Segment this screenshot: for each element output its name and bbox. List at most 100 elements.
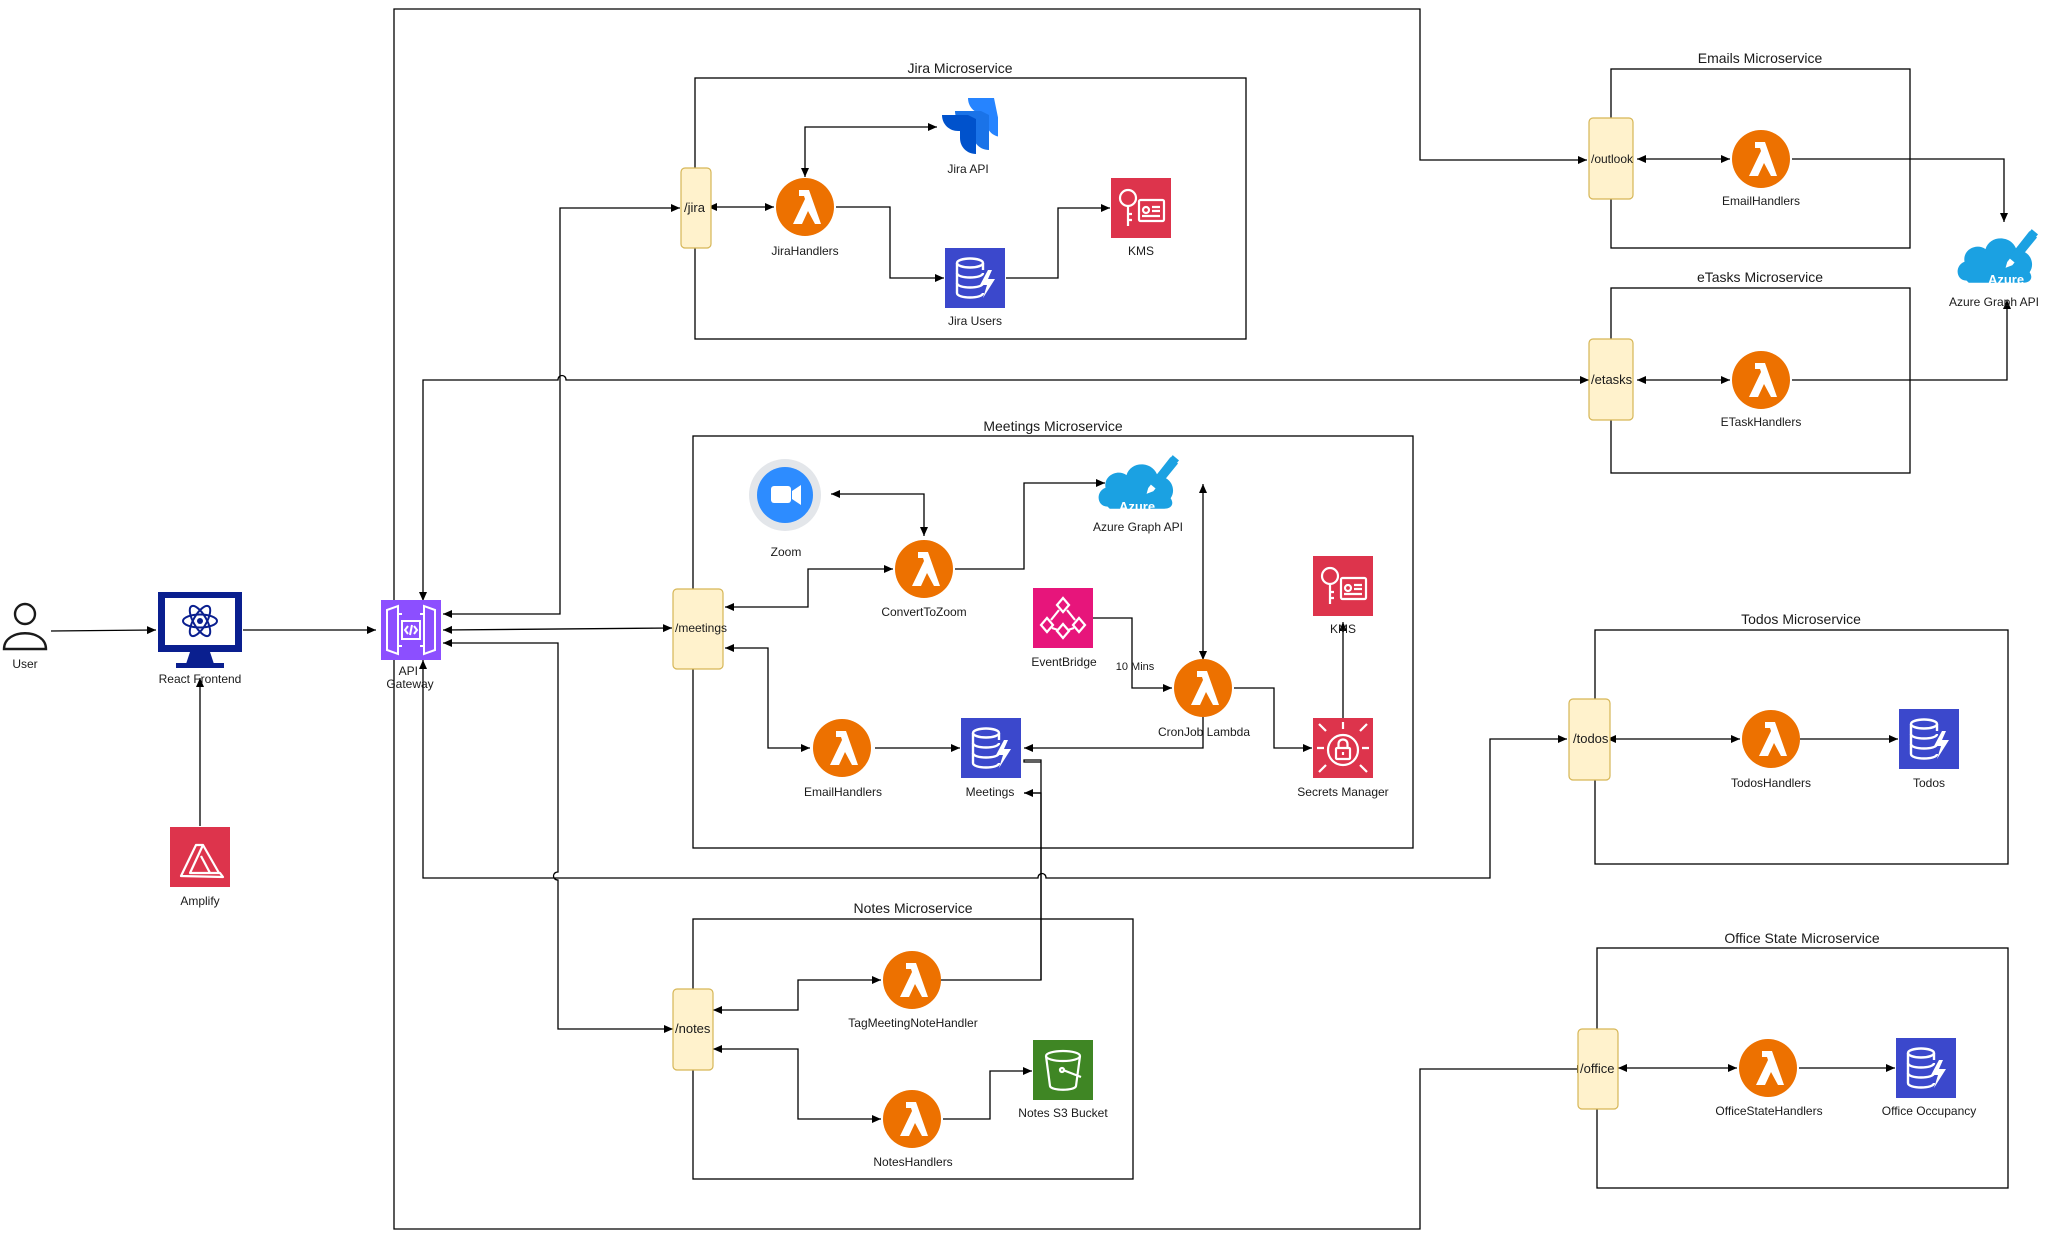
secrets-manager-label: Secrets Manager (1297, 785, 1388, 799)
api-gateway-label-line1: API (399, 664, 418, 678)
jira-handlers-node[interactable]: JiraHandlers (771, 178, 839, 258)
lambda-icon (1732, 351, 1790, 409)
secrets-manager-node[interactable]: Secrets Manager (1297, 718, 1389, 799)
dynamodb-icon (1899, 709, 1959, 769)
api-gateway-label-line2: Gateway (386, 677, 433, 691)
office-microservice-title: Office State Microservice (1724, 930, 1880, 946)
dynamodb-icon (961, 718, 1021, 778)
route-todos[interactable]: /todos (1568, 698, 1611, 781)
azure-graph-api-label: Azure Graph API (1949, 295, 2039, 309)
office-occupancy-label: Office Occupancy (1882, 1104, 1977, 1118)
office-state-handlers-label: OfficeStateHandlers (1715, 1104, 1822, 1118)
office-occupancy-node[interactable]: Office Occupancy (1882, 1038, 1977, 1118)
todos-table-label: Todos (1913, 776, 1945, 790)
meetings-azure-label: Azure Graph API (1093, 520, 1183, 534)
notes-s3-bucket-label: Notes S3 Bucket (1018, 1106, 1108, 1120)
meetings-microservice-title: Meetings Microservice (983, 418, 1122, 434)
react-frontend-label: React Frontend (159, 672, 242, 686)
meetings-kms-label: KMS (1330, 622, 1356, 636)
lambda-icon (895, 540, 953, 598)
lambda-icon (1732, 130, 1790, 188)
etask-handlers-label: ETaskHandlers (1721, 415, 1802, 429)
jira-handlers-label: JiraHandlers (771, 244, 838, 258)
api-gateway-icon (381, 600, 441, 660)
kms-icon (1111, 178, 1171, 238)
cronjob-lambda-node[interactable]: CronJob Lambda (1158, 659, 1250, 739)
lambda-icon (1739, 1039, 1797, 1097)
convert-to-zoom-label: ConvertToZoom (881, 605, 966, 619)
office-state-handlers-node[interactable]: OfficeStateHandlers (1715, 1039, 1823, 1118)
route-outlook-label: /outlook (1591, 152, 1634, 166)
azure-graph-api-external[interactable]: Azure Azure Graph API (1949, 228, 2039, 309)
jira-kms-label: KMS (1128, 244, 1154, 258)
todos-microservice-title: Todos Microservice (1741, 611, 1861, 627)
meetings-azure-node[interactable]: Azure Azure Graph API (1093, 454, 1183, 534)
email-handlers-node[interactable]: EmailHandlers (1722, 130, 1800, 208)
user-icon (2, 602, 48, 651)
notes-handlers-node[interactable]: NotesHandlers (873, 1090, 953, 1169)
route-jira-label: /jira (684, 200, 706, 215)
lambda-icon (813, 719, 871, 777)
lambda-icon (1174, 659, 1232, 717)
jira-users-label: Jira Users (948, 314, 1002, 328)
todos-table-node[interactable]: Todos (1899, 709, 1959, 790)
convert-to-zoom-node[interactable]: ConvertToZoom (881, 540, 967, 619)
s3-bucket-icon (1033, 1040, 1093, 1100)
jira-logo-icon (942, 98, 998, 154)
amplify-node[interactable]: Amplify (170, 827, 230, 908)
route-outlook[interactable]: /outlook (1588, 117, 1634, 200)
zoom-label: Zoom (771, 545, 802, 559)
route-office-label: /office (1580, 1061, 1614, 1076)
amplify-label: Amplify (180, 894, 219, 908)
emails-microservice-title: Emails Microservice (1698, 50, 1823, 66)
lambda-icon (883, 1090, 941, 1148)
dynamodb-icon (945, 248, 1005, 308)
eventbridge-node[interactable]: EventBridge (1031, 588, 1097, 669)
jira-users-node[interactable]: Jira Users (945, 248, 1005, 328)
todos-handlers-node[interactable]: TodosHandlers (1731, 710, 1811, 790)
connectors (50, 8, 2011, 1230)
todos-handlers-label: TodosHandlers (1731, 776, 1811, 790)
route-meetings[interactable]: /meetings (672, 588, 727, 670)
route-etasks[interactable]: /etasks (1588, 338, 1634, 421)
zoom-node[interactable]: Zoom (749, 459, 821, 559)
user-node[interactable]: User (2, 602, 48, 671)
meetings-table-label: Meetings (966, 785, 1015, 799)
eventbridge-icon (1033, 588, 1093, 648)
interval-label: 10 Mins (1116, 661, 1155, 673)
route-todos-label: /todos (1573, 731, 1609, 746)
meetings-table-node[interactable]: Meetings (961, 718, 1021, 799)
route-jira[interactable]: /jira (680, 167, 712, 249)
jira-kms-node[interactable]: KMS (1111, 178, 1171, 258)
cronjob-lambda-label: CronJob Lambda (1158, 725, 1250, 739)
jira-api-node[interactable]: Jira API (942, 98, 1002, 176)
monitor-react-icon (158, 592, 242, 668)
api-gateway-node[interactable]: API Gateway (381, 600, 441, 691)
route-meetings-label: /meetings (675, 621, 727, 635)
meetings-kms-node[interactable]: KMS (1313, 556, 1373, 636)
meetings-email-handlers-node[interactable]: EmailHandlers (804, 719, 882, 799)
notes-microservice-title: Notes Microservice (853, 900, 972, 916)
lambda-icon (883, 951, 941, 1009)
amplify-icon (170, 827, 230, 887)
tag-meeting-note-handler-label: TagMeetingNoteHandler (848, 1016, 977, 1030)
react-frontend-node[interactable]: React Frontend (158, 592, 242, 686)
tag-meeting-note-handler-node[interactable]: TagMeetingNoteHandler (848, 951, 978, 1030)
azure-badge-text: Azure (1119, 499, 1155, 514)
api-gateway-label: API Gateway (386, 664, 433, 691)
route-notes-label: /notes (675, 1021, 711, 1036)
zoom-icon (749, 459, 821, 531)
notes-s3-bucket-node[interactable]: Notes S3 Bucket (1018, 1040, 1108, 1120)
etask-handlers-node[interactable]: ETaskHandlers (1721, 351, 1802, 429)
etasks-microservice-title: eTasks Microservice (1697, 269, 1823, 285)
lambda-icon (776, 178, 834, 236)
kms-icon (1313, 556, 1373, 616)
lambda-icon (1742, 710, 1800, 768)
dynamodb-icon (1896, 1038, 1956, 1098)
jira-api-label: Jira API (947, 162, 988, 176)
route-etasks-label: /etasks (1591, 372, 1633, 387)
route-office[interactable]: /office (1577, 1028, 1619, 1110)
route-notes[interactable]: /notes (672, 988, 714, 1071)
